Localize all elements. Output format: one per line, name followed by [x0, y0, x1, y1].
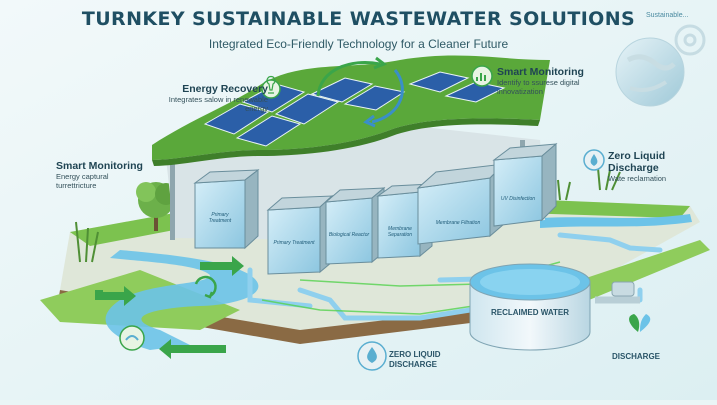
tank-label: RECLAIMED WATER: [490, 308, 570, 317]
water-drop-icon: [583, 149, 605, 171]
reeds: [75, 167, 621, 263]
unit-label: Primary Treatment: [208, 212, 232, 224]
brand-logo: Sustainable...: [646, 12, 689, 19]
callout-zld-bottom: ZERO LIQUID DISCHARGE: [389, 350, 441, 369]
unit-label: Membrane Separation: [387, 226, 413, 238]
callout-title: Zero Liquid Discharge: [608, 150, 666, 174]
recycle-icon: [194, 275, 217, 299]
chart-icon: [471, 65, 493, 87]
cycle-arrows-icon: [316, 56, 404, 128]
callout-smart-monitoring-left: Smart Monitoring Energy captural turrett…: [56, 160, 146, 190]
callout-title: Smart Monitoring: [497, 66, 584, 78]
callout-zld-right: Zero Liquid Discharge Wate reclamation: [608, 150, 698, 183]
water-cycle-icon: [119, 325, 145, 351]
module-3: [324, 186, 386, 265]
unit-label: UV Disinfection: [500, 196, 536, 202]
callout-title: Energy Recovery: [182, 83, 268, 95]
callout-text: Energy captural turrettricture: [56, 172, 109, 190]
reclaimed-water-tank: [469, 263, 591, 351]
callout-energy-recovery: Energy Recovery Integrates salow in rene…: [168, 83, 268, 113]
page-subtitle: Integrated Eco-Friendly Technology for a…: [208, 37, 509, 51]
river: [105, 250, 259, 350]
globe-icon: [615, 37, 685, 107]
callout-smart-monitoring-top: Smart Monitoring Identify to ssurese dig…: [497, 66, 607, 96]
callout-text: Identify to ssurese digital innovatizati…: [497, 78, 580, 96]
callout-discharge: DISCHARGE: [612, 352, 661, 361]
zld-badge-icon: [357, 341, 387, 371]
discharge-pipe: [595, 281, 640, 304]
sprout-icon: [629, 314, 651, 332]
bulb-icon: [261, 76, 281, 99]
module-1: [193, 168, 260, 250]
stream-right: [540, 214, 692, 228]
module-6: [492, 142, 558, 227]
flow-arrow-icon: [95, 256, 244, 359]
module-5: [416, 162, 506, 245]
treatment-modules: [193, 142, 558, 275]
page-title: TURNKEY SUSTAINABLE WASTEWATER SOLUTIONS: [81, 8, 636, 30]
module-2: [266, 194, 334, 275]
callout-text: Wate reclamation: [608, 174, 667, 183]
unit-label: Biological Reactor: [328, 232, 370, 238]
callout-text: Integrates salow in renewable energy: [168, 95, 268, 113]
solar-panels: [203, 71, 506, 147]
unit-label: Primary Treatment: [273, 240, 315, 246]
unit-label: Membrane Filtration: [435, 220, 481, 226]
callout-title: Smart Monitoring: [56, 160, 143, 172]
